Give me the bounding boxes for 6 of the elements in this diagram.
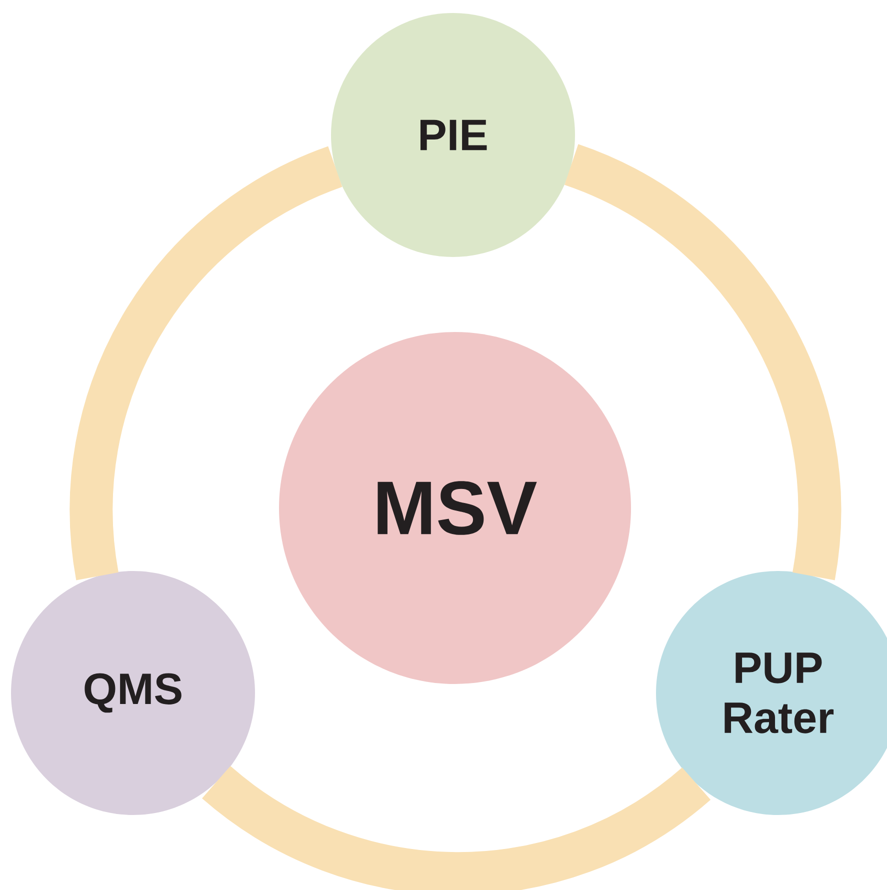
circle-node: QMS [11, 571, 255, 815]
circle-node: MSV [279, 332, 631, 684]
ring-segment [563, 144, 841, 579]
ring-segment [203, 765, 710, 890]
ring-segment [70, 146, 344, 579]
circle-node: PIE [331, 12, 575, 257]
